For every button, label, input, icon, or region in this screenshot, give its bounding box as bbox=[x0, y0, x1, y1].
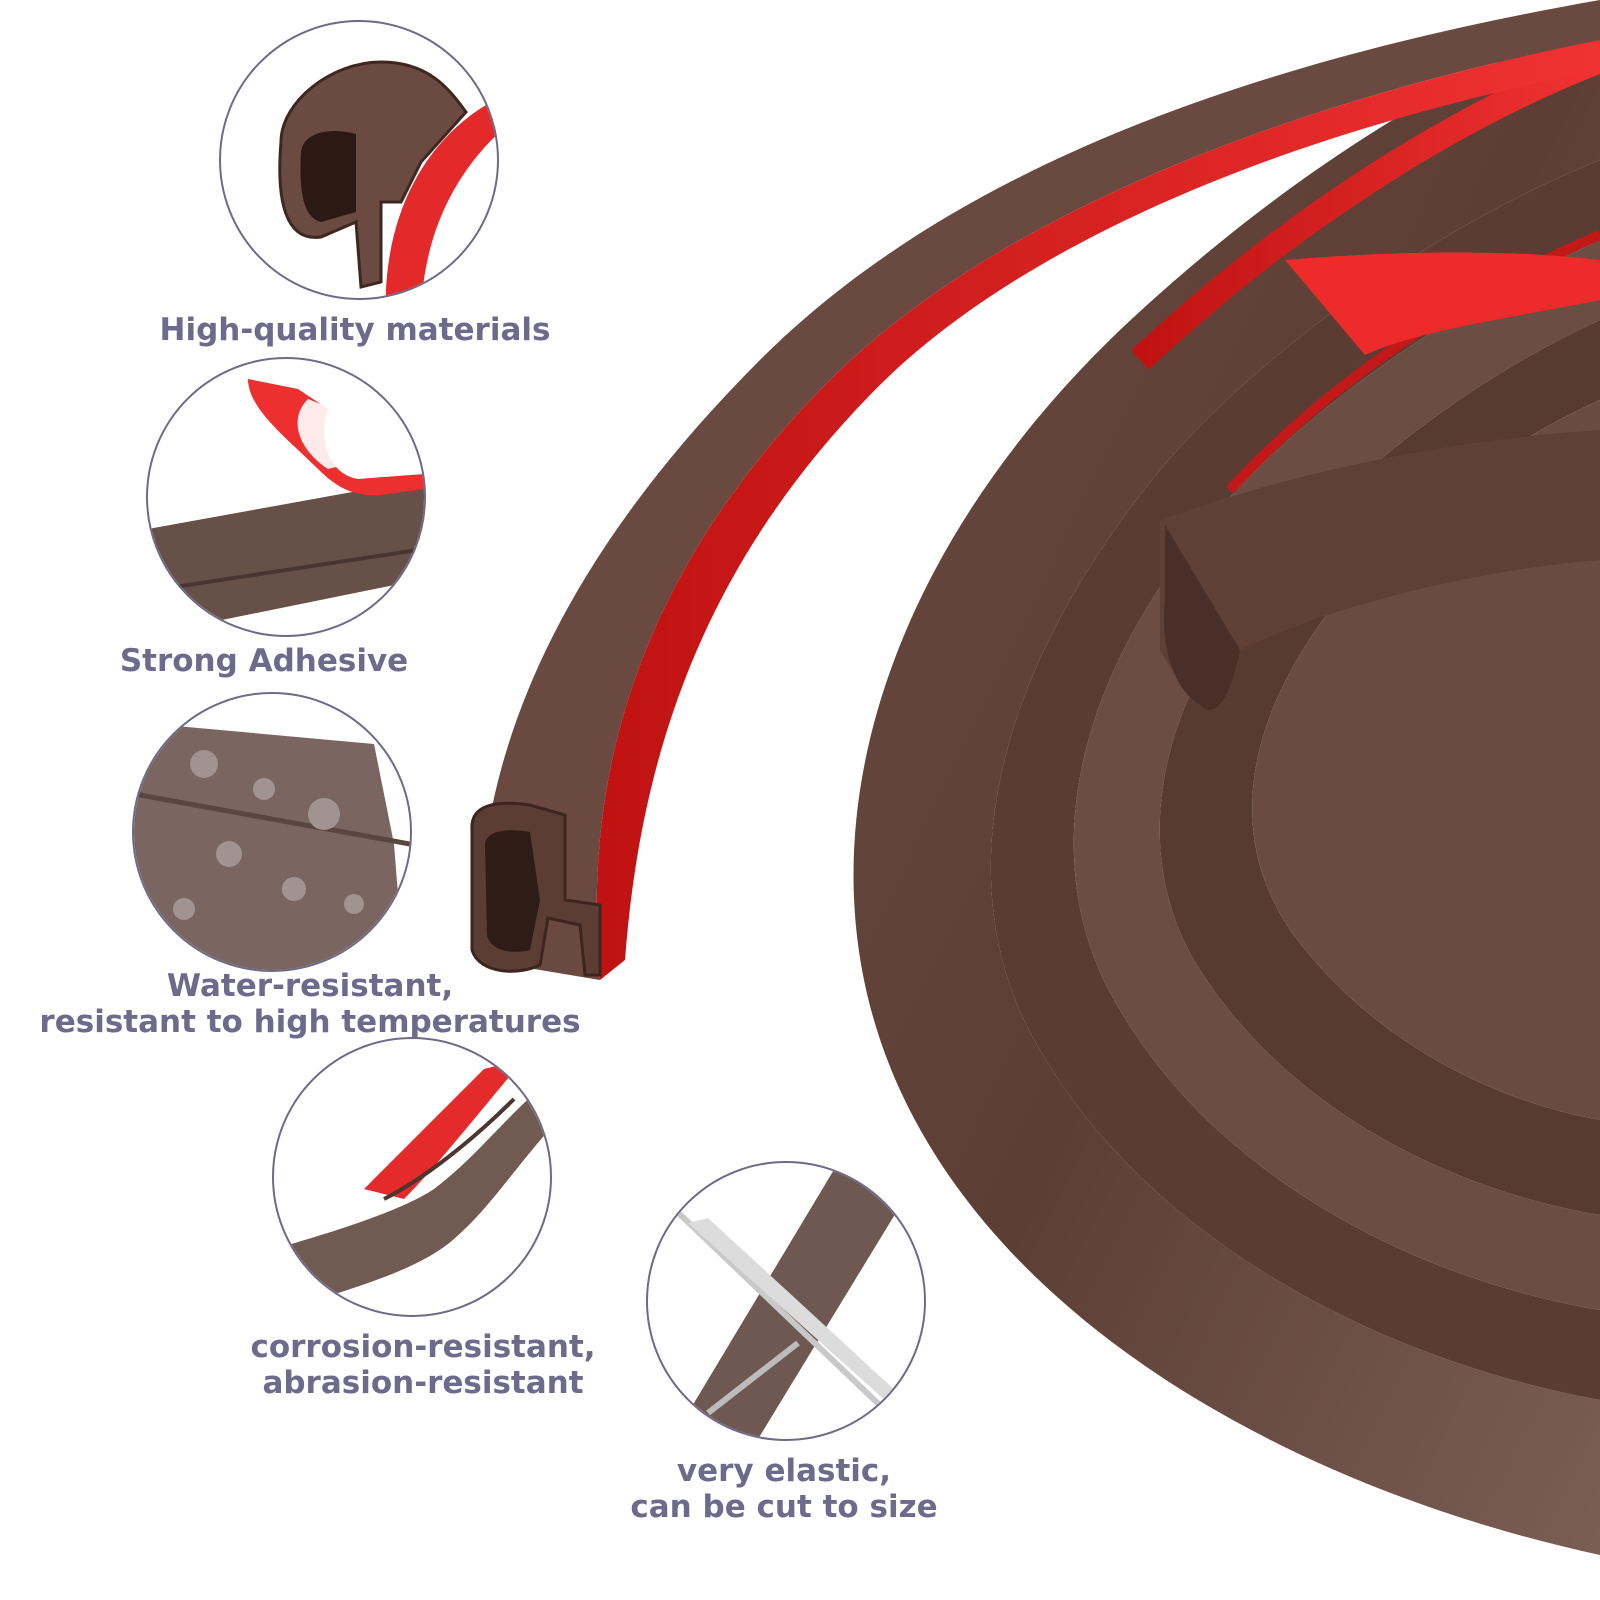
caption-line: abrasion-resistant bbox=[262, 1365, 584, 1401]
caption-line: High-quality materials bbox=[159, 312, 551, 348]
caption-line: Water-resistant, bbox=[166, 968, 454, 1004]
caption-line: can be cut to size bbox=[630, 1489, 938, 1525]
water-droplets-strip-icon bbox=[134, 724, 410, 970]
feature-caption-water: Water-resistant, resistant to high tempe… bbox=[39, 968, 580, 1040]
caption-line: Strong Adhesive bbox=[119, 643, 409, 679]
caption-line: corrosion-resistant, bbox=[250, 1329, 596, 1365]
coil-cut-end-profile bbox=[1164, 525, 1240, 710]
caption-line: very elastic, bbox=[676, 1453, 892, 1489]
coil-center bbox=[1252, 400, 1600, 1120]
coil-ring-4 bbox=[1159, 320, 1600, 1215]
feature-badge-water bbox=[132, 692, 412, 972]
feature-caption-materials: High-quality materials bbox=[160, 312, 551, 348]
twisted-strip-icon bbox=[274, 1059, 550, 1315]
feature-caption-corrosion: corrosion-resistant, abrasion-resistant bbox=[250, 1329, 595, 1401]
profile-cross-section-icon bbox=[278, 60, 497, 298]
coil-adhesive-stripe bbox=[1131, 47, 1600, 370]
feature-badge-elastic bbox=[646, 1161, 926, 1441]
coil-ring-3 bbox=[1073, 240, 1600, 1310]
feature-badge-materials bbox=[219, 20, 499, 300]
coil-cut-end bbox=[1160, 430, 1600, 680]
feature-caption-elastic: very elastic, can be cut to size bbox=[630, 1453, 937, 1525]
strip-loose-end bbox=[479, 0, 1600, 980]
scissors-cut-strip-icon bbox=[665, 1163, 908, 1439]
peeled-adhesive-tape-icon bbox=[148, 379, 424, 635]
feature-badge-corrosion bbox=[272, 1037, 552, 1317]
caption-line: resistant to high temperatures bbox=[39, 1004, 581, 1040]
feature-badge-adhesive bbox=[146, 357, 426, 637]
coil-outer-ring bbox=[853, 20, 1600, 1555]
strip-end-hollow bbox=[485, 830, 540, 952]
peeled-backing-tape bbox=[1285, 252, 1600, 355]
strip-red-backing bbox=[596, 40, 1600, 980]
feature-caption-adhesive: Strong Adhesive bbox=[120, 643, 408, 679]
coil-ring-2 bbox=[990, 160, 1600, 1400]
